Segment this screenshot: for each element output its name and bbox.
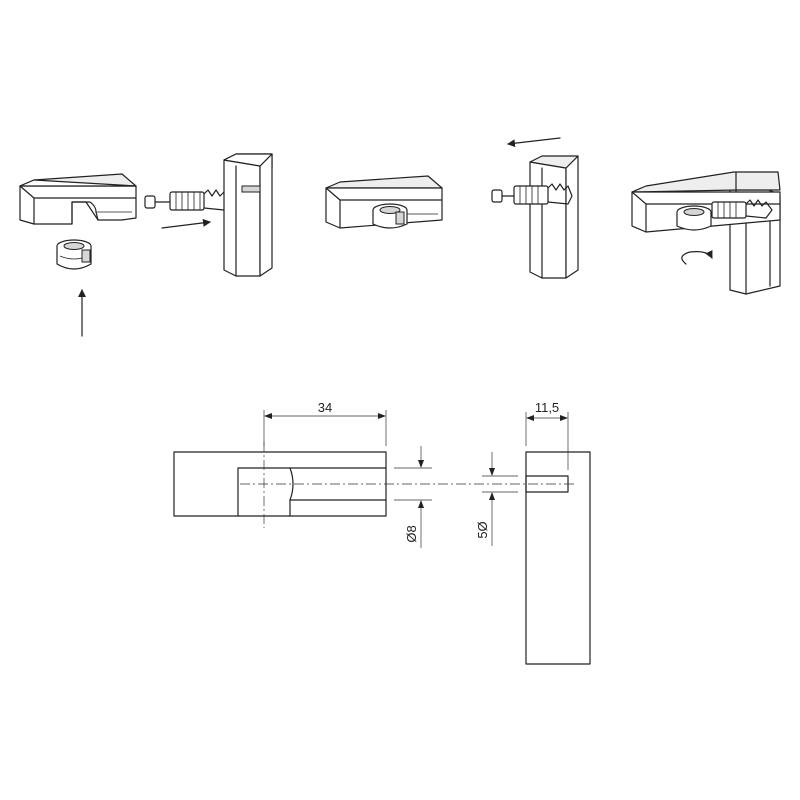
cam-lock <box>676 205 712 231</box>
step-3-tighten-cam <box>631 171 781 295</box>
rotate-arrow-icon <box>681 249 713 265</box>
step-1-insert-cam <box>19 153 273 337</box>
dimension-34: 34 <box>263 400 387 446</box>
dimension-diameter-5-label: 5Ø <box>475 521 490 538</box>
dimension-11-5: 11,5 <box>525 400 569 470</box>
step-2-insert-bolt <box>325 137 579 279</box>
dimension-11-5-label: 11,5 <box>535 400 559 415</box>
cam-lock <box>372 203 408 229</box>
arrow-right-icon <box>161 218 211 229</box>
dimension-diameter-8-label: Ø8 <box>404 525 419 542</box>
vertical-panel <box>529 155 579 279</box>
dimension-diameter-8: Ø8 <box>394 446 432 548</box>
connector-bolt <box>711 199 773 219</box>
connector-bolt <box>491 183 573 205</box>
technical-drawing-panel-a <box>173 442 387 528</box>
arrow-left-icon <box>507 137 561 148</box>
dimension-34-label: 34 <box>318 400 332 415</box>
connector-bolt <box>144 189 229 211</box>
vertical-panel <box>223 153 273 277</box>
cam-lock <box>56 239 92 270</box>
dimension-diameter-5: 5Ø <box>475 452 518 546</box>
horizontal-panel <box>19 173 137 225</box>
